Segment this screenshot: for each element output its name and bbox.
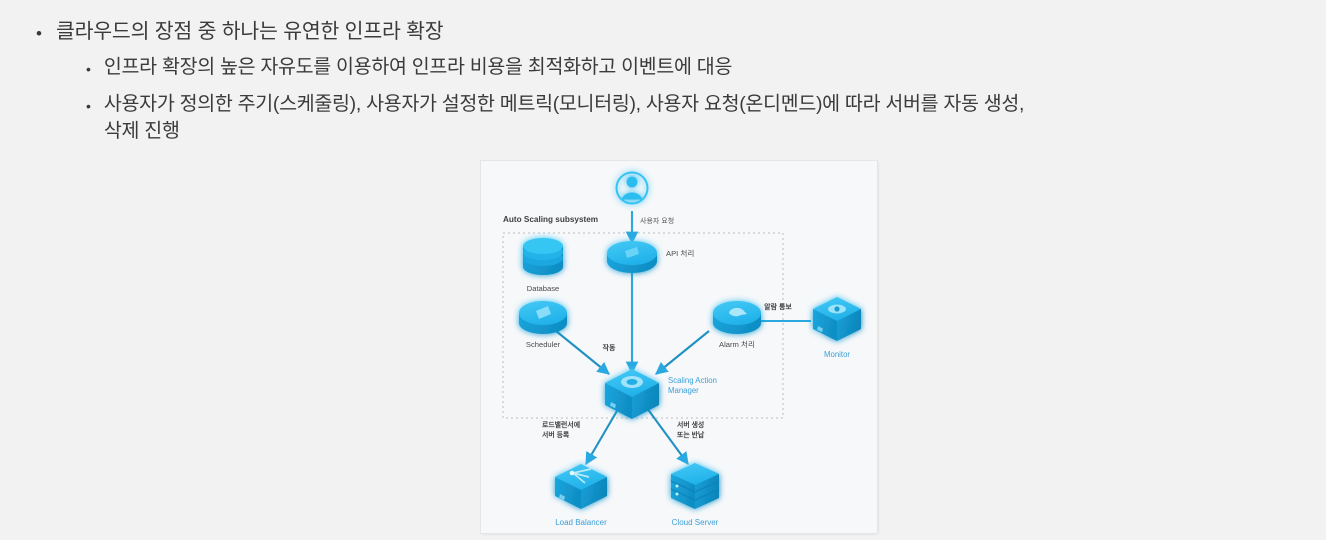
sam-label-line2: Manager <box>668 386 699 395</box>
node-label-database: Database <box>527 284 560 293</box>
alarm-disc-icon <box>713 301 761 334</box>
bullet-item-3: • 사용자가 정의한 주기(스케줄링), 사용자가 설정한 메트릭(모니터링),… <box>0 91 1326 146</box>
edge-scheduler-to-sam <box>555 330 610 375</box>
server-create-line1: 서버 생성 <box>677 420 704 429</box>
node-database: Database <box>523 238 563 293</box>
node-scheduler: Scheduler <box>519 301 567 349</box>
node-user <box>615 171 649 205</box>
database-cylinder-icon <box>523 238 563 275</box>
api-gateway-icon <box>607 241 657 273</box>
edge-label-lb-register: 로드밸런서에 서버 등록 <box>542 420 582 439</box>
slide-body: • 클라우드의 장점 중 하나는 유연한 인프라 확장 • 인프라 확장의 높은… <box>0 0 1326 146</box>
scheduler-disc-icon <box>519 301 567 334</box>
node-label-api: API 처리 <box>666 249 694 258</box>
bullet-item-2: • 인프라 확장의 높은 자유도를 이용하여 인프라 비용을 최적화하고 이벤트… <box>0 54 1326 82</box>
edge-label-alarm-notify: 알람 통보 <box>764 302 792 311</box>
edge-label-user-request: 사용자 요청 <box>640 216 674 225</box>
user-avatar-icon <box>615 171 649 205</box>
edge-label-trigger: 작동 <box>603 343 616 352</box>
monitor-cube-icon <box>813 297 861 341</box>
cloud-server-icon <box>670 463 720 509</box>
edge-sam-to-cloud <box>643 403 689 466</box>
bullet-text: 클라우드의 장점 중 하나는 유연한 인프라 확장 <box>55 20 444 43</box>
subsystem-title: Auto Scaling subsystem <box>503 215 598 224</box>
bullet-text: 사용자가 정의한 주기(스케줄링), 사용자가 설정한 메트릭(모니터링), 사… <box>103 92 1025 143</box>
bullet-marker: • <box>36 24 42 43</box>
node-load-balancer: Load Balancer <box>555 464 607 527</box>
node-alarm: Alarm 처리 <box>713 301 761 349</box>
server-create-line2: 또는 반납 <box>677 430 705 439</box>
node-label-monitor: Monitor <box>824 350 850 359</box>
node-label-load-balancer: Load Balancer <box>555 518 607 527</box>
node-label-scaling-action-manager: Scaling Action Manager <box>668 376 719 395</box>
subsystem-boundary <box>502 232 784 419</box>
bullet-marker: • <box>86 97 91 114</box>
node-label-alarm: Alarm 처리 <box>719 340 755 349</box>
node-monitor: Monitor <box>813 297 861 359</box>
gear-cube-icon <box>605 369 659 419</box>
auto-scaling-diagram: Auto Scaling subsystem API 처리 <box>481 161 877 533</box>
edge-alarm-to-sam <box>655 330 710 375</box>
lb-register-line2: 서버 등록 <box>542 430 570 439</box>
edge-sam-to-lb <box>585 403 622 466</box>
node-label-cloud-server: Cloud Server <box>672 518 719 527</box>
bullet-marker: • <box>86 61 91 78</box>
load-balancer-icon <box>555 464 607 509</box>
node-scaling-action-manager: Scaling Action Manager <box>605 369 719 419</box>
bullet-text: 인프라 확장의 높은 자유도를 이용하여 인프라 비용을 최적화하고 이벤트에 … <box>103 56 733 79</box>
sam-label-line1: Scaling Action <box>668 376 717 385</box>
node-label-scheduler: Scheduler <box>526 340 561 349</box>
node-cloud-server: Cloud Server <box>670 463 720 527</box>
node-api: API 처리 <box>607 241 694 273</box>
lb-register-line1: 로드밸런서에 <box>542 420 580 429</box>
bullet-item-1: • 클라우드의 장점 중 하나는 유연한 인프라 확장 <box>0 18 1326 45</box>
edge-label-server-create: 서버 생성 또는 반납 <box>677 420 706 439</box>
